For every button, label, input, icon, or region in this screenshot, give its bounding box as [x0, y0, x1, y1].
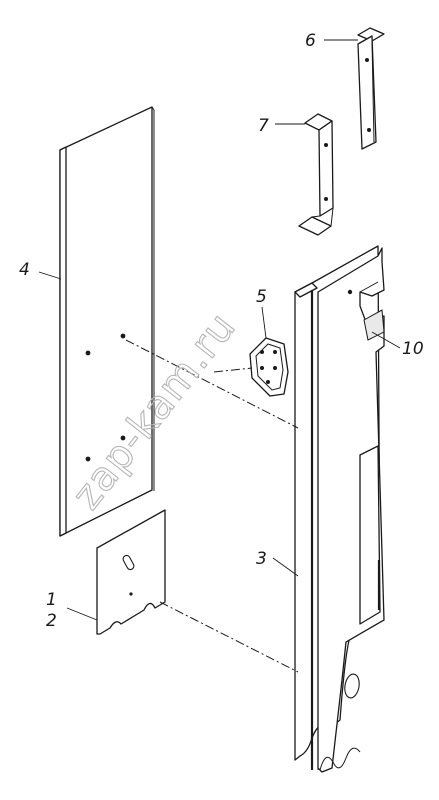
part-5-bracket — [249, 337, 289, 397]
part-4-panel — [59, 106, 155, 537]
callout-2: 2 — [46, 611, 57, 631]
callout-5: 5 — [256, 287, 267, 307]
callout-4: 4 — [19, 260, 30, 280]
part-6-bracket — [357, 27, 385, 150]
part-3-post — [294, 245, 385, 773]
assembly-leaders — [125, 339, 299, 673]
callout-7: 7 — [258, 116, 269, 136]
callout-3: 3 — [256, 549, 267, 569]
callout-1: 1 — [46, 590, 57, 610]
callout-leaders — [38, 39, 401, 621]
callout-labels: 1 2 3 4 5 6 7 10 — [19, 31, 424, 631]
callout-10: 10 — [402, 339, 424, 359]
part-7-bracket — [298, 113, 334, 236]
part-1-2-plate — [96, 509, 166, 635]
callout-6: 6 — [305, 31, 316, 51]
